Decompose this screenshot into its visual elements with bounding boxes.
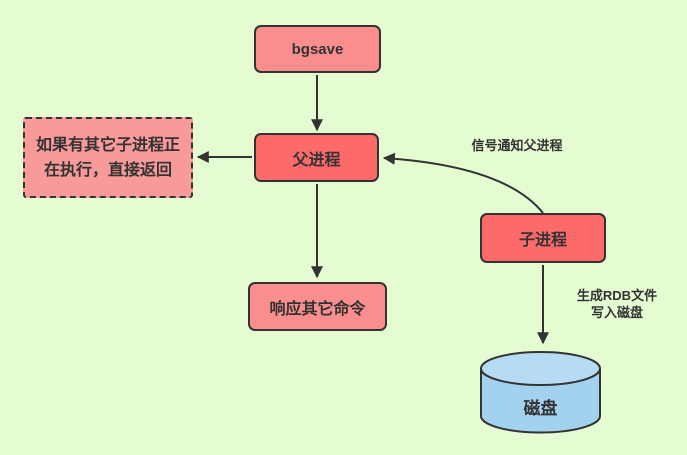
disk-cylinder-body <box>480 368 601 434</box>
node-bgsave: bgsave <box>254 25 381 73</box>
node-child-process: 子进程 <box>480 213 606 263</box>
edge-child-to-parent-curve <box>382 152 544 214</box>
node-parent-process: 父进程 <box>254 133 379 182</box>
disk-label: 磁盘 <box>523 399 558 418</box>
disk-cylinder-top <box>480 351 601 386</box>
node-respond-other-commands: 响应其它命令 <box>248 282 387 331</box>
edge-label-signal-notify-parent: 信号通知父进程 <box>471 138 563 153</box>
node-guard-note: 如果有其它子进程正 在执行，直接返回 <box>23 117 193 198</box>
edge-label-generate-rdb: 生成RDB文件 写入磁盘 <box>576 288 658 320</box>
